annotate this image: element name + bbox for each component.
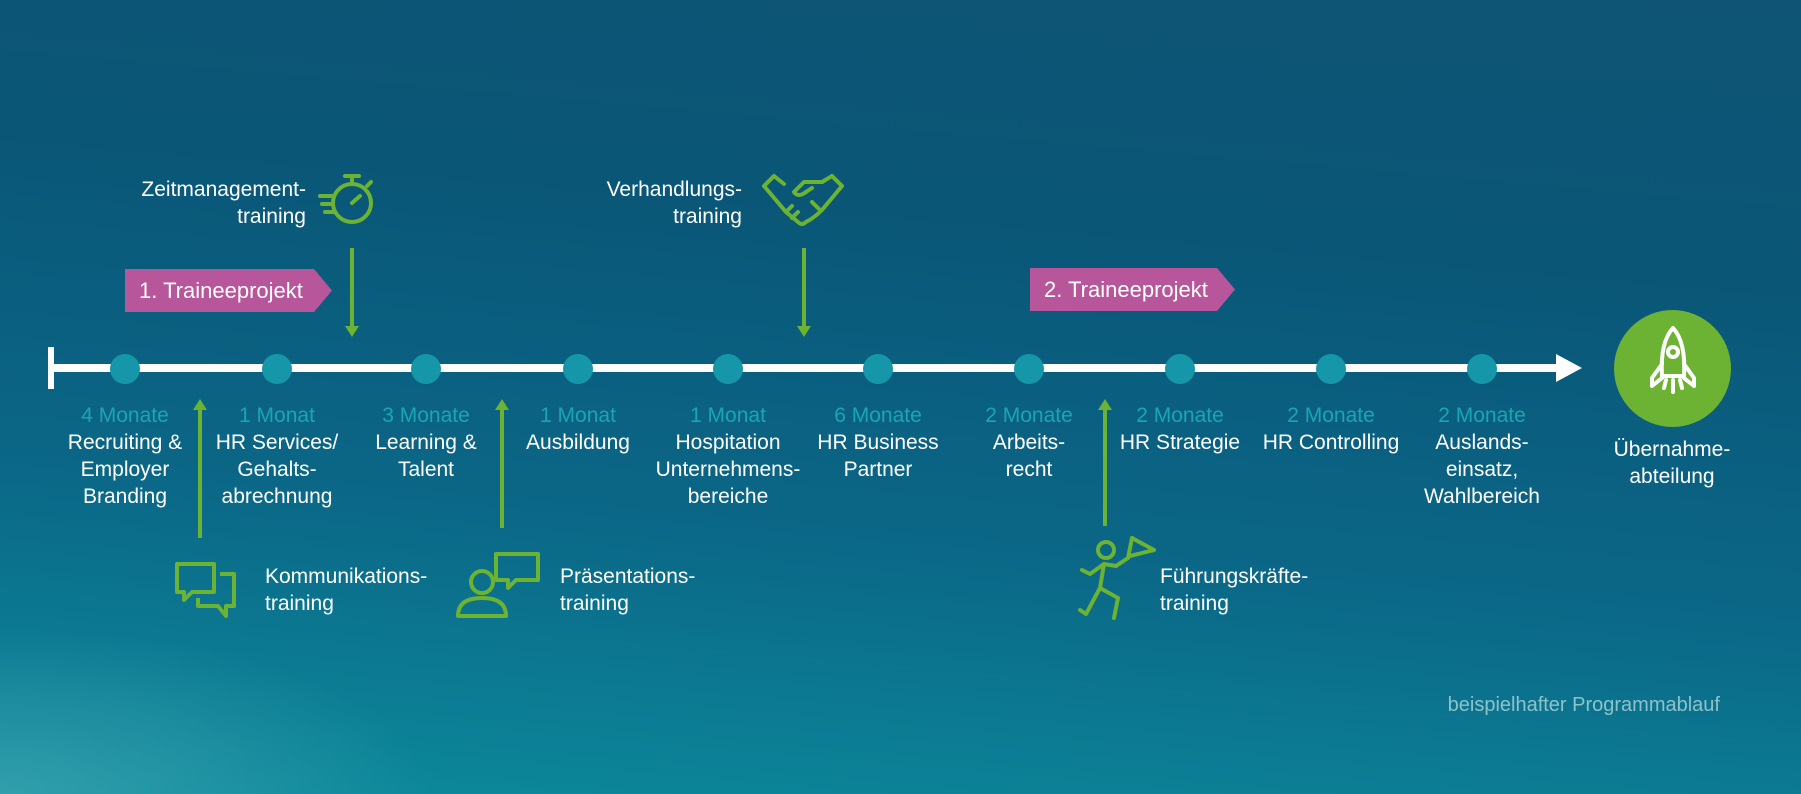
station-dot-3 [411, 354, 441, 384]
station-duration: 2 Monate [1287, 404, 1375, 427]
station-dot-10 [1467, 354, 1497, 384]
training-label-negotiation: Verhandlungs- training [606, 178, 742, 228]
station-label: Arbeits- recht [992, 431, 1066, 481]
arrow-leadership [1098, 399, 1112, 526]
station-duration: 2 Monate [985, 404, 1073, 427]
station-dot-5 [713, 354, 743, 384]
goal-label: Übernahme- abteilung [1613, 438, 1731, 488]
station-duration: 1 Monat [239, 404, 315, 427]
station-dot-4 [563, 354, 593, 384]
station-dot-1 [110, 354, 140, 384]
project-tag-1: 1. Traineeprojekt [125, 269, 332, 312]
station-duration: 1 Monat [690, 404, 766, 427]
station-1: 4 Monate Recruiting & Employer Branding [40, 402, 210, 510]
arrow-communication [193, 399, 207, 538]
station-label: Recruiting & Employer Branding [67, 431, 183, 508]
station-2: 1 Monat HR Services/ Gehalts- abrechnung [192, 402, 362, 510]
timeline-axis [50, 364, 1560, 372]
station-6: 6 Monate HR Business Partner [793, 402, 963, 483]
station-label: Auslands- einsatz, Wahlbereich [1424, 431, 1540, 508]
timeline-arrowhead [1556, 354, 1582, 382]
station-dot-8 [1165, 354, 1195, 384]
chat-bubbles-icon [174, 560, 238, 620]
station-dot-2 [262, 354, 292, 384]
station-dot-6 [863, 354, 893, 384]
training-label-communication: Kommunikations- training [265, 565, 428, 615]
station-label: Ausbildung [526, 431, 630, 454]
training-label-time-management: Zeitmanagement- training [141, 178, 306, 228]
training-label-presentation: Präsentations- training [560, 565, 696, 615]
station-duration: 4 Monate [81, 404, 169, 427]
stopwatch-icon [318, 170, 378, 230]
station-4: 1 Monat Ausbildung [493, 402, 663, 456]
station-10: 2 Monate Auslands- einsatz, Wahlbereich [1397, 402, 1567, 510]
station-duration: 2 Monate [1136, 404, 1224, 427]
station-dot-7 [1014, 354, 1044, 384]
station-8: 2 Monate HR Strategie [1095, 402, 1265, 456]
presenter-icon [454, 552, 540, 618]
goal-circle [1614, 310, 1731, 427]
station-7: 2 Monate Arbeits- recht [944, 402, 1114, 483]
station-label: HR Controlling [1262, 431, 1400, 454]
station-3: 3 Monate Learning & Talent [341, 402, 511, 483]
station-dot-9 [1316, 354, 1346, 384]
arrow-time-management [345, 248, 359, 337]
handshake-icon [762, 172, 844, 232]
station-label: HR Business Partner [817, 431, 939, 481]
station-duration: 1 Monat [540, 404, 616, 427]
arrow-negotiation [797, 248, 811, 337]
station-5: 1 Monat Hospitation Unternehmens- bereic… [643, 402, 813, 510]
arrow-presentation [495, 399, 509, 528]
station-9: 2 Monate HR Controlling [1246, 402, 1416, 456]
footnote: beispielhafter Programmablauf [1447, 694, 1720, 716]
station-duration: 3 Monate [382, 404, 470, 427]
station-duration: 2 Monate [1438, 404, 1526, 427]
station-label: HR Services/ Gehalts- abrechnung [215, 431, 339, 508]
leader-flag-icon [1076, 536, 1156, 622]
station-label: HR Strategie [1119, 431, 1241, 454]
training-label-leadership: Führungskräfte- training [1160, 565, 1309, 615]
project-tag-2: 2. Traineeprojekt [1030, 268, 1235, 311]
rocket-icon [1646, 324, 1700, 414]
station-label: Learning & Talent [375, 431, 477, 481]
station-duration: 6 Monate [834, 404, 922, 427]
station-label: Hospitation Unternehmens- bereiche [655, 431, 801, 508]
